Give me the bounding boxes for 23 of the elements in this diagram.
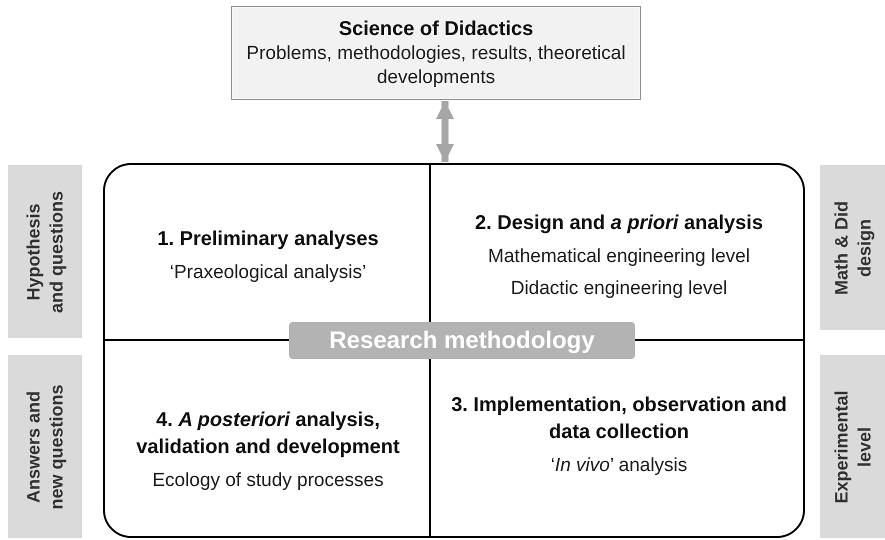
side-band: [820, 355, 885, 538]
step-description: Ecology of study processes: [152, 469, 384, 493]
box-description: Problems, methodologies, results, theoretical developments: [245, 42, 627, 90]
band-label: Experimental level: [830, 388, 874, 506]
step-heading: 4. A posteriori analysis, validation and development: [135, 408, 401, 460]
section-title: Research methodology: [289, 322, 635, 359]
band-label: Answers and new questions: [22, 383, 68, 512]
step-heading: 3. Implementation, observation and data collection: [450, 393, 788, 446]
step-description: Didactic engineering level: [510, 276, 728, 300]
double-arrow: [436, 101, 454, 162]
step-description: ‘Praxeological analysis’: [170, 260, 366, 284]
side-band: [8, 165, 82, 338]
step-heading: 2. Design and a priori analysis: [475, 210, 763, 236]
side-band: [8, 355, 82, 538]
band-label: Math & Did design: [830, 200, 875, 296]
band-label: Hypothesis and questions: [22, 190, 68, 314]
methodology-frame: [103, 163, 805, 538]
step-description: Mathematical engineering level: [488, 244, 750, 268]
box-heading: Science of Didactics: [338, 16, 534, 42]
step-heading: 1. Preliminary analyses: [157, 226, 379, 252]
side-band: [820, 165, 885, 330]
step-description: ‘In vivo’ analysis: [550, 454, 688, 478]
source-box: [231, 6, 641, 100]
